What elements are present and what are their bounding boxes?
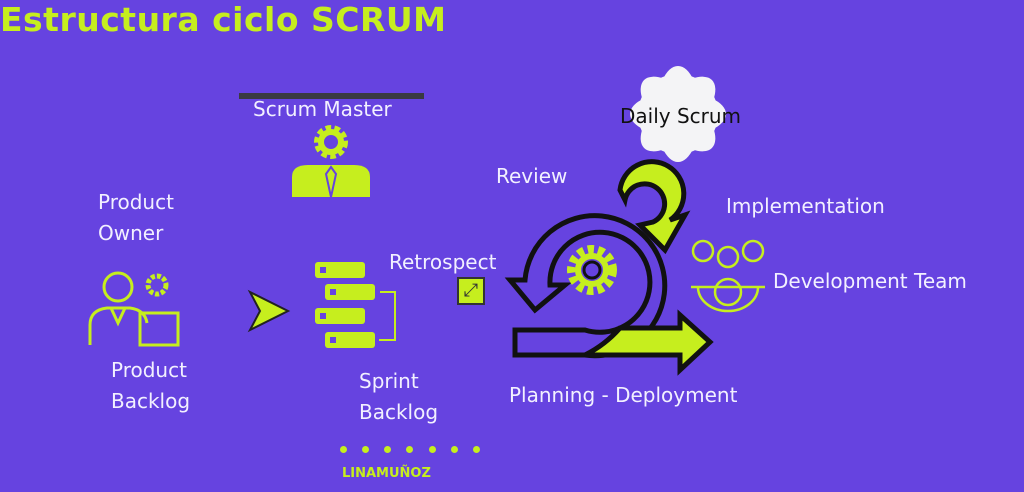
dot <box>362 446 370 453</box>
author-label: LINAMUÑOZ <box>342 466 431 481</box>
scrum-master-icon <box>292 125 370 198</box>
implementation-label: Implementation <box>726 194 885 218</box>
retrospect-label: Retrospect <box>389 250 497 274</box>
product-owner-icon <box>88 271 180 347</box>
divider <box>239 93 424 99</box>
dot <box>472 446 480 453</box>
dot <box>340 446 347 453</box>
review-label: Review <box>496 164 568 188</box>
dot <box>384 446 392 453</box>
dot <box>428 446 436 453</box>
retrospect-expand-icon: ⤢ <box>457 277 485 305</box>
scrum-cycle-icon <box>504 159 714 376</box>
development-team-icon <box>691 239 765 313</box>
flow-arrow-icon <box>247 289 291 333</box>
sprint-backlog-icon <box>315 262 396 348</box>
daily-scrum-flower <box>630 66 726 162</box>
page-title: Estructura ciclo SCRUM <box>0 0 447 39</box>
development-team-label: Development Team <box>773 269 967 293</box>
scrum-master-label: Scrum Master <box>253 97 392 121</box>
planning-deployment-label: Planning - Deployment <box>509 383 738 407</box>
daily-scrum-label: Daily Scrum <box>620 104 742 128</box>
dots-decoration <box>340 446 480 453</box>
dot <box>450 446 458 453</box>
dot <box>406 446 414 453</box>
